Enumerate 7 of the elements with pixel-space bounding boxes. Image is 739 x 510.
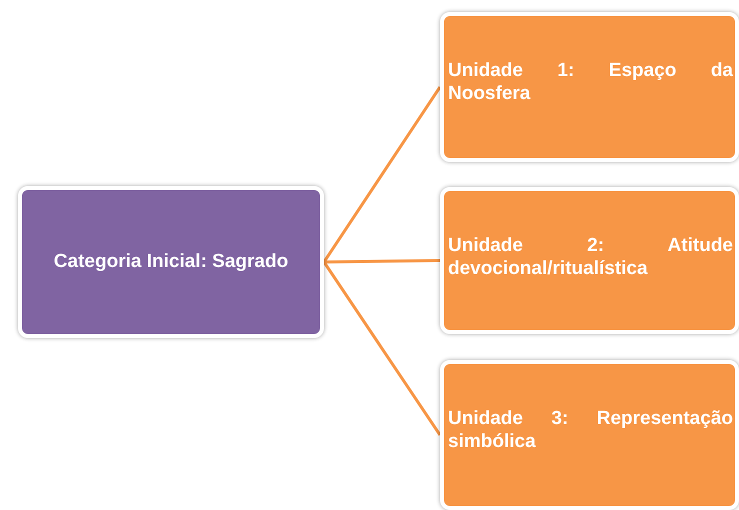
connector-line [322, 261, 442, 436]
connector-line [324, 259, 440, 264]
box-label: Categoria Inicial: Sagrado [54, 251, 288, 272]
box-label: Unidade 1: Espaço da Noosfera [448, 60, 733, 104]
box-label: Unidade 2: Atitude devocional/ritualística [448, 235, 733, 279]
box-label: Unidade 3: Representação simbólica [448, 408, 733, 452]
connector-line [322, 86, 442, 263]
